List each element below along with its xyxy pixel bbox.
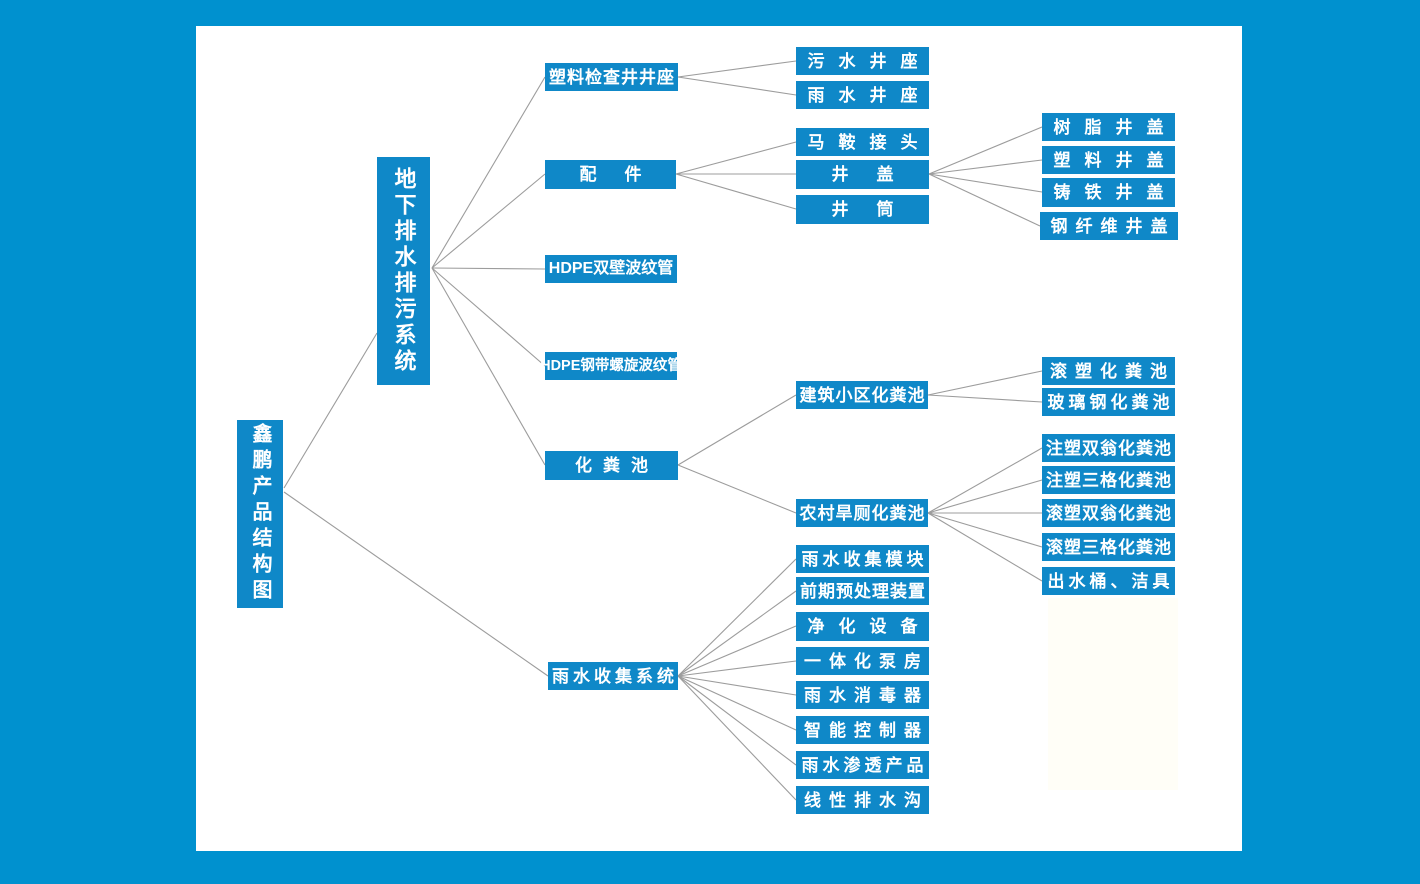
node-plastic-cover: 塑料井盖: [1042, 146, 1175, 174]
connector-line: [431, 267, 546, 367]
connector-line: [431, 173, 546, 269]
node-residential-septic-tank: 建筑小区化粪池: [796, 381, 928, 409]
connector-line: [431, 267, 546, 270]
node-roto-double-urn-tank: 滚塑双翁化粪池: [1042, 499, 1175, 527]
connector-line: [677, 76, 797, 96]
connector-line: [927, 394, 1043, 403]
connector-line: [677, 675, 797, 696]
node-purification-equipment: 净化设备: [796, 612, 929, 641]
connector-line: [927, 479, 1043, 514]
node-plastic-inspection-well-base: 塑料检查井井座: [545, 63, 678, 91]
connector-line: [927, 447, 1043, 514]
node-integrated-pump-house: 一体化泵房: [796, 647, 929, 675]
connector-line: [431, 267, 546, 466]
node-well-shaft: 井筒: [796, 195, 929, 224]
node-rainwater-permeation-products: 雨水渗透产品: [796, 751, 929, 779]
connector-line: [431, 76, 546, 269]
connector-line: [677, 394, 797, 466]
connector-line: [677, 675, 797, 801]
node-saddle-joint: 马鞍接头: [796, 128, 929, 156]
connector-line: [928, 126, 1043, 175]
node-underground-drainage-system: 地下排水排污系统: [377, 157, 430, 385]
connector-line: [675, 141, 797, 175]
node-rotomolded-septic-tank: 滚塑化粪池: [1042, 357, 1175, 385]
connector-line: [677, 675, 797, 766]
node-sewage-well-base: 污水井座: [796, 47, 929, 75]
connector-line: [677, 590, 797, 677]
connector-line: [928, 173, 1041, 227]
node-rainwater-collection-system: 雨水收集系统: [548, 662, 678, 690]
node-outlet-bucket-fixtures: 出水桶、洁具: [1042, 567, 1175, 595]
node-manhole-cover: 井盖: [796, 160, 929, 189]
node-hdpe-steel-belt-pipe: HDPE钢带螺旋波纹管: [540, 352, 682, 380]
connector-line: [677, 558, 797, 677]
connector-line: [927, 512, 1043, 582]
node-rainwater-collection-module: 雨水收集模块: [796, 545, 929, 573]
node-injection-three-cell-tank: 注塑三格化粪池: [1042, 466, 1175, 494]
node-fittings: 配件: [545, 160, 676, 189]
connector-line: [928, 159, 1043, 175]
node-roto-three-cell-tank: 滚塑三格化粪池: [1042, 533, 1175, 561]
connector-line: [677, 464, 797, 514]
connector-line: [677, 660, 797, 677]
connector-line: [927, 370, 1043, 396]
watermark-area: [1048, 598, 1178, 790]
connector-line: [283, 491, 549, 677]
node-cast-iron-cover: 铸铁井盖: [1042, 178, 1175, 207]
connector-line: [677, 675, 797, 731]
node-frp-septic-tank: 玻璃钢化粪池: [1042, 388, 1175, 416]
node-linear-drainage-channel: 线性排水沟: [796, 786, 929, 814]
node-septic-tank: 化粪池: [545, 451, 678, 480]
node-hdpe-double-wall-pipe: HDPE双壁波纹管: [545, 255, 677, 283]
node-steel-fiber-cover: 钢纤维井盖: [1040, 212, 1178, 240]
connector-line: [677, 625, 797, 677]
node-rainwater-well-base: 雨水井座: [796, 81, 929, 109]
connector-line: [927, 512, 1043, 548]
node-smart-controller: 智能控制器: [796, 716, 929, 744]
connector-line: [677, 60, 797, 78]
connector-line: [283, 332, 378, 489]
connector-line: [928, 173, 1043, 193]
node-injection-double-urn-tank: 注塑双翁化粪池: [1042, 434, 1175, 462]
node-pretreatment-device: 前期预处理装置: [796, 577, 929, 605]
node-rural-toilet-septic-tank: 农村旱厕化粪池: [796, 499, 928, 527]
node-rainwater-disinfector: 雨水消毒器: [796, 681, 929, 709]
node-root-title: 鑫鹏产品结构图: [237, 420, 283, 608]
connector-line: [675, 173, 797, 210]
node-resin-cover: 树脂井盖: [1042, 113, 1175, 141]
